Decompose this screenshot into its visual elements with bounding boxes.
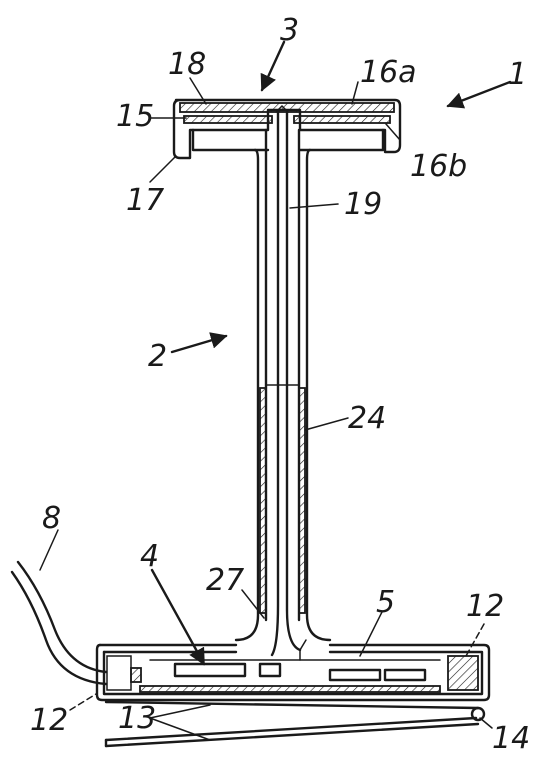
flap (104, 700, 486, 748)
label-16a: 16a (360, 55, 417, 90)
label-16b: 16b (410, 149, 467, 184)
label-13: 13 (118, 701, 156, 736)
label-3: 3 (280, 13, 299, 48)
label-19: 19 (344, 187, 382, 222)
label-8: 8 (42, 501, 61, 536)
cable-inner (10, 570, 108, 686)
leader-lines (39, 40, 512, 741)
label-12-right: 12 (466, 589, 504, 624)
cable (16, 560, 108, 674)
label-4: 4 (140, 539, 159, 574)
label-1: 1 (508, 57, 527, 92)
base-housing (95, 639, 491, 702)
label-12-left: 12 (30, 703, 68, 738)
label-18: 18 (168, 47, 206, 82)
column (234, 110, 332, 657)
label-17: 17 (126, 183, 164, 218)
label-24: 24 (348, 401, 386, 436)
label-2: 2 (148, 339, 167, 374)
label-5: 5 (376, 585, 395, 620)
label-27: 27 (206, 563, 244, 598)
label-14: 14 (492, 721, 530, 756)
label-15: 15 (116, 99, 154, 134)
